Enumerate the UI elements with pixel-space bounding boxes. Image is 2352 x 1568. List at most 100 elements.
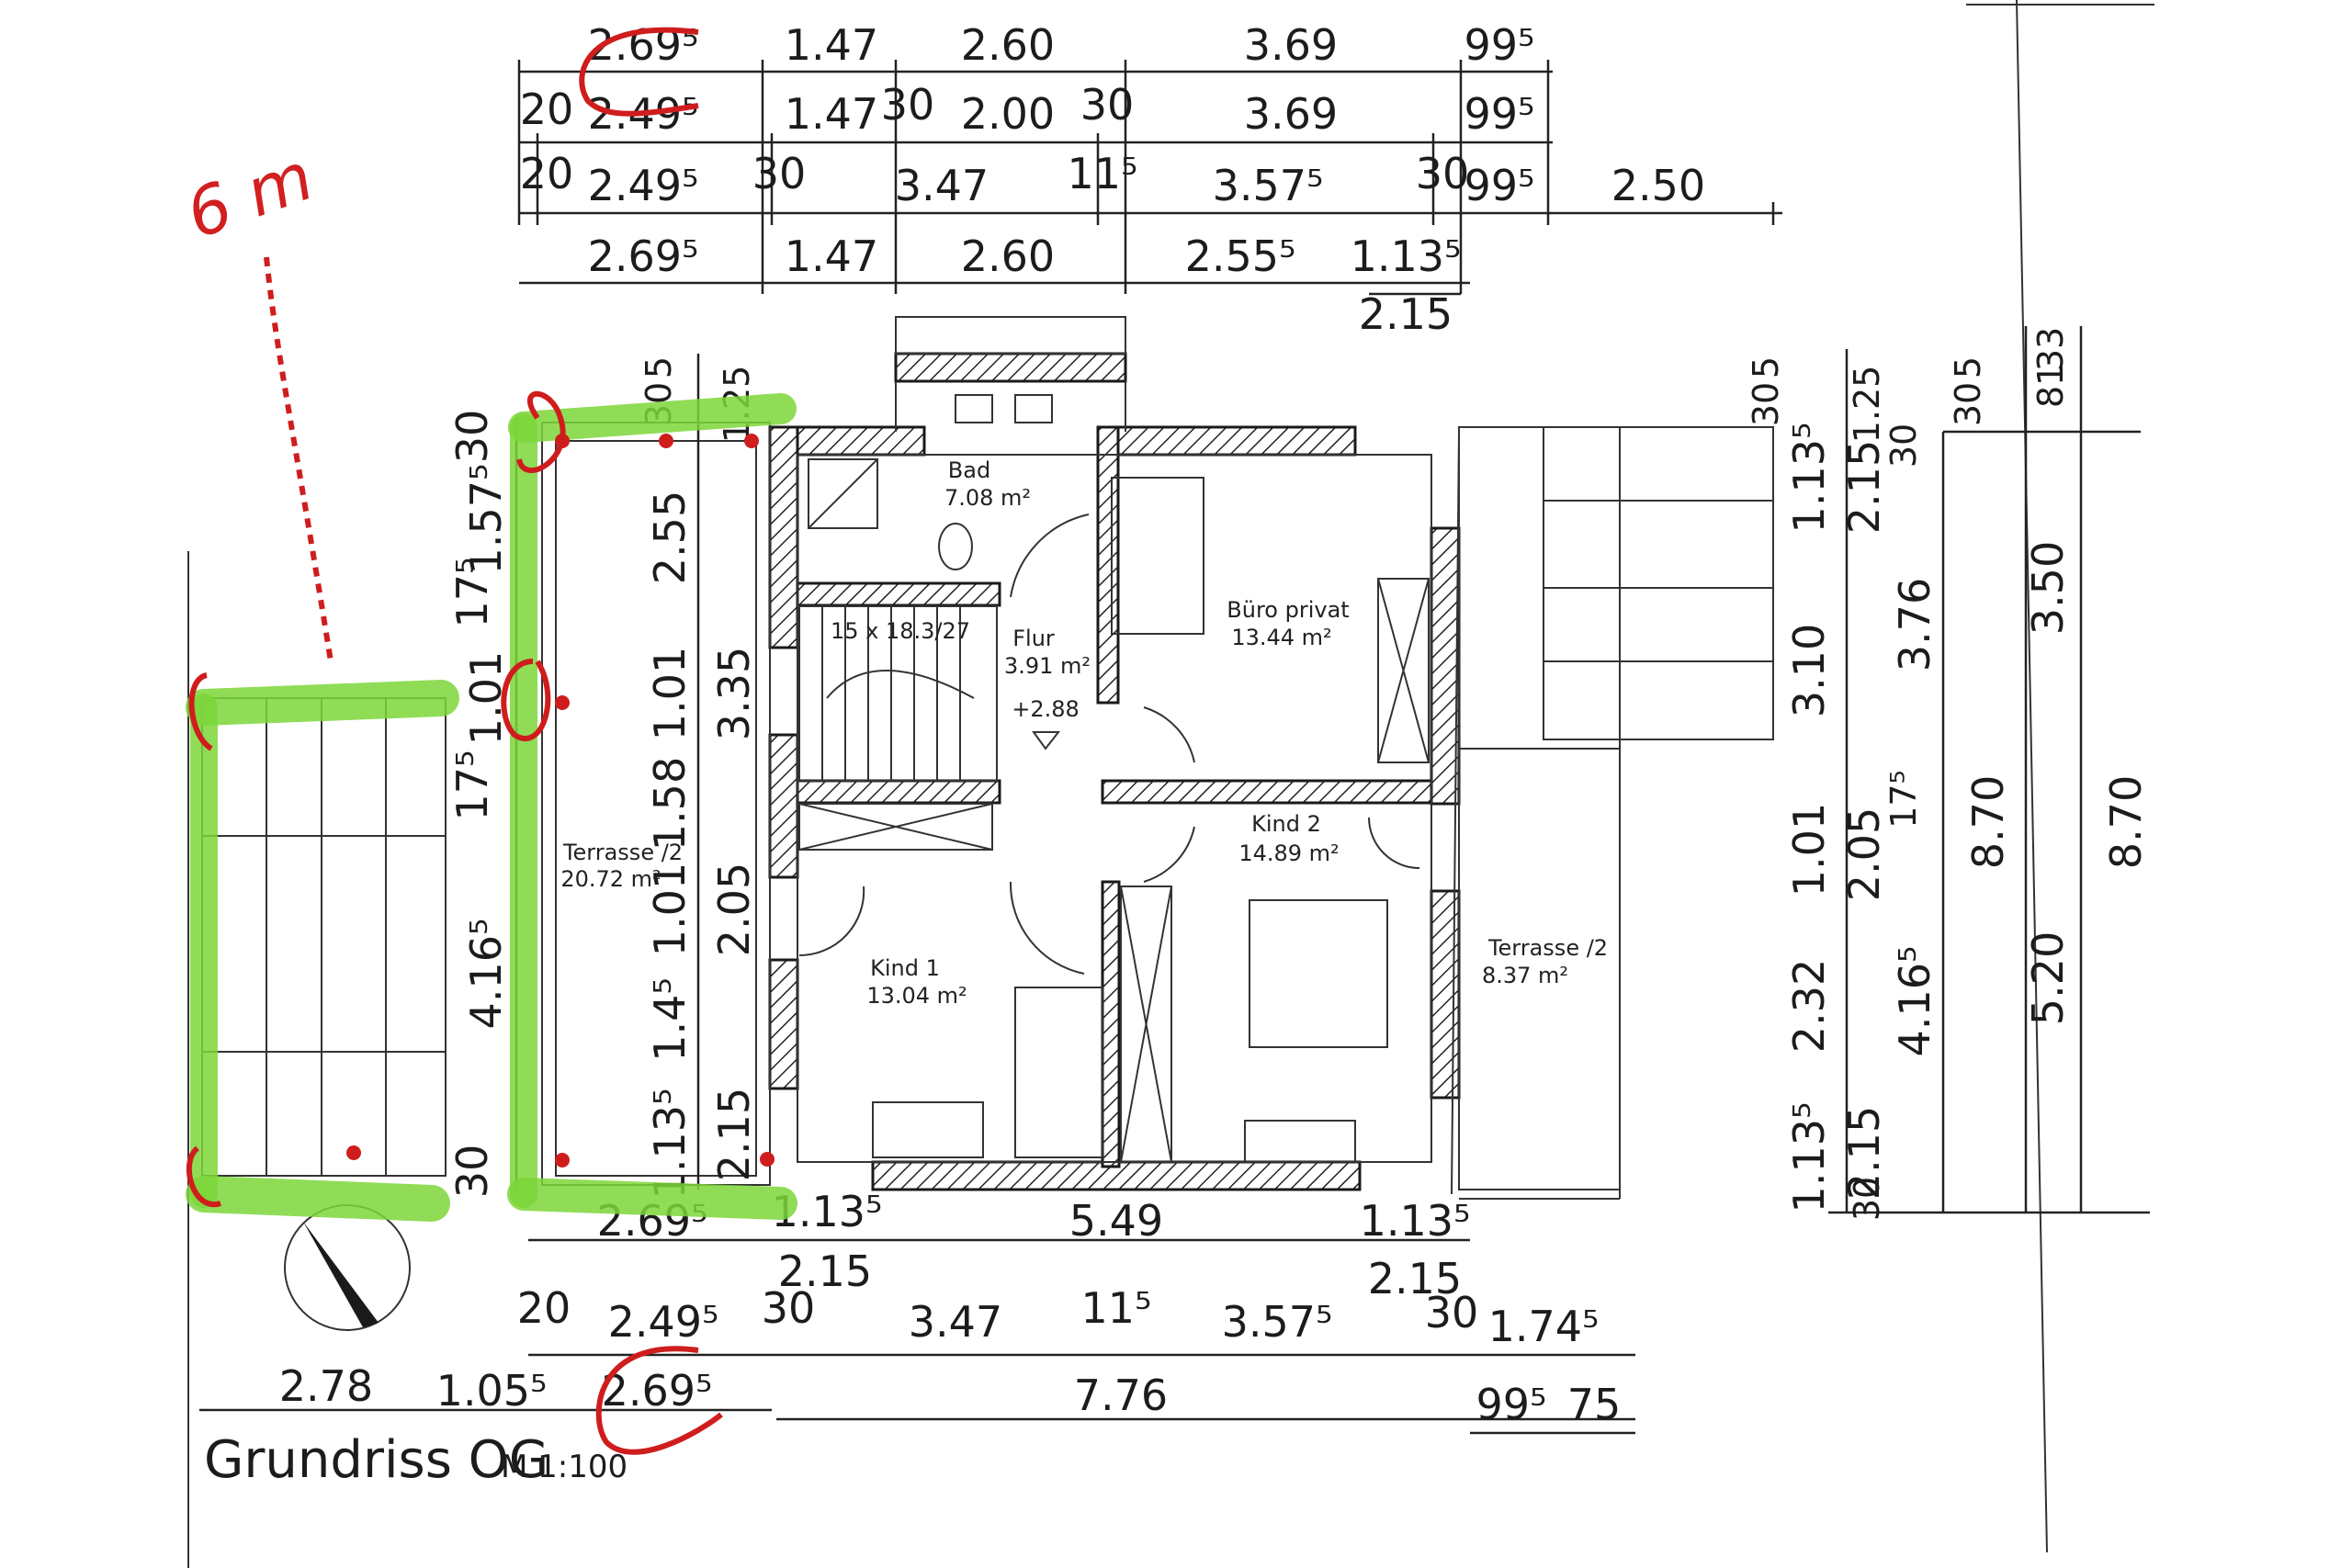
left-dim-inner-5: 1.4⁵: [645, 977, 695, 1062]
room-buero-name: Büro privat: [1227, 597, 1349, 623]
top-dim-3-h: 99⁵: [1464, 161, 1535, 210]
bottom-dim-3-d: 7.76: [1074, 1371, 1168, 1420]
room-flur-area: 3.91 m²: [1004, 653, 1091, 679]
left-dim-inner2-4: 3.35: [709, 647, 759, 740]
bottom-dim-1b-b: 2.15: [1368, 1254, 1462, 1303]
bottom-dim-1b-a: 2.15: [778, 1247, 872, 1296]
right-dim-labels: 5 30 1.13⁵ 3.10 1.01 2.32 1.13⁵ 1.25 2.1…: [1746, 327, 2151, 1221]
stairs-label: 15 x 18.3/27: [831, 618, 970, 644]
top-dim-1-d: 3.69: [1244, 20, 1338, 70]
right-col1-5: 1.01: [1784, 803, 1834, 897]
right-col3-3: 30: [1883, 423, 1924, 468]
left-dim-inner-4: 1.01: [645, 863, 695, 956]
top-dim-3-e: 11⁵: [1068, 149, 1138, 198]
room-terrasse-left-name: Terrasse /2: [562, 840, 683, 865]
bottom-dim-3-f: 75: [1567, 1380, 1622, 1429]
top-dim-2-d: 30: [881, 80, 935, 130]
top-dim-4-b: 1.47: [785, 231, 878, 281]
building-outline: [201, 316, 1774, 1200]
top-dim-2-a: 20: [520, 85, 574, 134]
bottom-dim-3-b: 1.05⁵: [436, 1366, 548, 1416]
right-col2-4: 2.05: [1839, 807, 1889, 901]
right-col1-7: 1.13⁵: [1784, 1102, 1834, 1213]
left-dim-inner2-5: 2.05: [709, 863, 759, 956]
room-bad-name: Bad: [948, 457, 990, 483]
room-kind1-name: Kind 1: [870, 955, 940, 981]
left-dim-inner-1: 2.55: [645, 491, 695, 584]
right-col3-5: 8.70: [1963, 775, 2013, 869]
room-kind1-area: 13.04 m²: [866, 983, 967, 1009]
top-dim-4-d: 2.55⁵: [1185, 231, 1296, 281]
room-flur-name: Flur: [1012, 626, 1055, 651]
right-col4-4: 5.20: [2023, 931, 2073, 1025]
top-dim-3-g: 30: [1416, 149, 1470, 198]
room-terrasse-right-area: 8.37 m²: [1482, 963, 1568, 988]
right-col4-2: 33: [2030, 327, 2071, 371]
left-dim-outer-6: 4.16⁵: [461, 919, 511, 1030]
bottom-dim-2-h: 1.74⁵: [1488, 1302, 1600, 1351]
right-col2-1: 1.25: [1847, 366, 1887, 444]
top-dim-4-c: 2.60: [961, 231, 1055, 281]
right-col1-1: 5: [1746, 356, 1786, 378]
right-col3-2: 30: [1948, 382, 1988, 426]
plan-title: Grundriss OG: [204, 1430, 548, 1490]
bottom-dimension-chains: [528, 1238, 1635, 1435]
left-dim-labels: 30 1.57⁵ 17⁵ 1.01 17⁵ 4.16⁵ 30 2.55 1.01…: [447, 356, 759, 1200]
green-highlight-marks: [186, 393, 797, 1222]
bottom-dim-1-d: 1.13⁵: [1360, 1196, 1471, 1246]
top-dim-3-a: 20: [520, 149, 574, 198]
left-dim-outer-2: 1.57⁵: [461, 464, 511, 575]
page-edge-right: [2016, 0, 2048, 1553]
bottom-dim-3-e: 99⁵: [1476, 1380, 1547, 1429]
bottom-dim-2-d: 3.47: [909, 1297, 1002, 1347]
top-dim-4-a: 2.69⁵: [588, 231, 699, 281]
bottom-dim-2-g: 30: [1425, 1288, 1479, 1337]
right-col4-5: 8.70: [2101, 775, 2151, 869]
bottom-dim-3-a: 2.78: [279, 1361, 373, 1411]
room-kind2-area: 14.89 m²: [1238, 840, 1339, 866]
right-col2-7: 30: [1847, 1177, 1887, 1221]
room-bad-area: 7.08 m²: [944, 485, 1031, 511]
bottom-dim-1-c: 5.49: [1069, 1196, 1163, 1246]
right-col2-6: 2.15: [1839, 1106, 1889, 1200]
bottom-dim-2-b: 2.49⁵: [608, 1297, 719, 1347]
right-col2-3: 17⁵: [1883, 770, 1924, 829]
top-dim-4-e: 1.13⁵: [1351, 231, 1462, 281]
right-col1-3: 1.13⁵: [1784, 423, 1834, 534]
plan-scale: M 1:100: [501, 1449, 628, 1485]
top-dim-1-c: 2.60: [961, 20, 1055, 70]
right-col1-2: 30: [1746, 382, 1786, 426]
top-dim-3-c: 30: [752, 149, 807, 198]
right-col3-4: 3.76: [1890, 578, 1939, 671]
handwritten-note: 6 m: [176, 138, 322, 254]
top-dim-1-b: 1.47: [785, 20, 878, 70]
left-dim-outer-1: 30: [447, 410, 497, 464]
top-dim-2-g: 3.69: [1244, 89, 1338, 139]
right-col2-5: 4.16⁵: [1890, 946, 1939, 1057]
left-dim-outer-3: 17⁵: [447, 558, 497, 628]
left-dim-inner-6: 1.13⁵: [645, 1089, 695, 1200]
left-dim-inner-2: 1.01: [645, 647, 695, 740]
right-dimension-chains: [1828, 326, 2150, 1214]
bottom-dim-2-e: 11⁵: [1081, 1283, 1152, 1333]
left-dim-inner2-6: 2.15: [709, 1088, 759, 1181]
room-terrasse-right-name: Terrasse /2: [1487, 935, 1608, 961]
top-dim-2-h: 99⁵: [1464, 89, 1535, 139]
right-col4-3: 3.50: [2023, 541, 2073, 635]
bottom-dim-2-f: 3.57⁵: [1222, 1297, 1333, 1347]
room-buero-area: 13.44 m²: [1231, 625, 1331, 650]
room-kind2-name: Kind 2: [1251, 811, 1321, 837]
left-dim-inner-3: 1.58: [645, 757, 695, 851]
top-dim-3-i: 2.50: [1611, 161, 1705, 210]
bottom-dim-2-a: 20: [517, 1283, 571, 1333]
right-col4-1: 81: [2030, 364, 2071, 408]
right-col1-4: 3.10: [1784, 624, 1834, 717]
top-dim-3-f: 3.57⁵: [1213, 161, 1324, 210]
right-col3-1: 5: [1948, 356, 1988, 378]
top-dimension-chains: [517, 60, 1782, 296]
top-dim-2-f: 30: [1080, 80, 1135, 130]
top-dim-3-b: 2.49⁵: [588, 161, 699, 210]
top-dim-2-e: 2.00: [961, 89, 1055, 139]
bottom-dim-3-c: 2.69⁵: [602, 1366, 713, 1416]
